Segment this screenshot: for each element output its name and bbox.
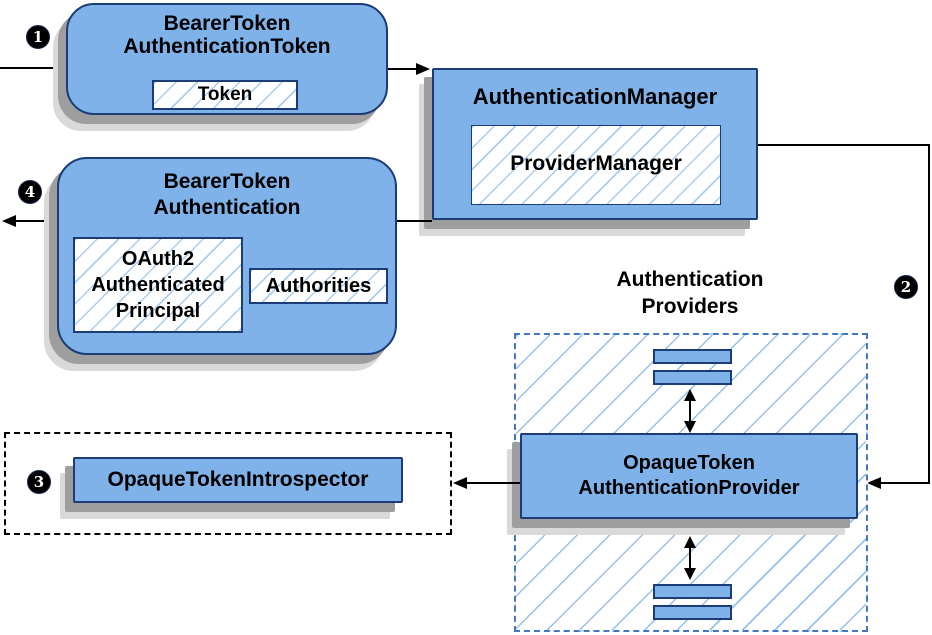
provider-placeholder-bar-bottom-2	[653, 605, 732, 620]
node-title: OpaqueTokenIntrospector	[107, 468, 369, 491]
node-opaque-token-authentication-provider: OpaqueToken AuthenticationProvider	[520, 433, 858, 519]
arrowhead-step4-out	[2, 215, 16, 227]
double-arrow-top-downhead	[684, 421, 696, 433]
step-4-badge: 4	[18, 180, 42, 204]
node-title: BearerToken AuthenticationToken	[68, 12, 386, 58]
arrowhead-into-authentication-manager	[416, 63, 430, 75]
double-arrow-bottom-stem	[689, 546, 691, 570]
principal-line1: OAuth2	[121, 248, 195, 270]
step-3-badge: 3	[27, 470, 51, 494]
step1-incoming-line	[0, 67, 66, 69]
arrowhead-into-introspector-group	[453, 477, 467, 489]
double-arrow-bottom-uphead	[684, 536, 696, 548]
step2-line-into-provider	[880, 482, 930, 484]
double-arrow-bottom-downhead	[684, 568, 696, 580]
authorities-chip: Authorities	[249, 268, 388, 304]
providers-label: Authentication Providers	[565, 266, 815, 320]
provider-placeholder-bar-top-1	[653, 349, 732, 364]
title-line2: AuthenticationToken	[123, 35, 331, 58]
step-1-badge: 1	[26, 25, 50, 49]
provider-line2: AuthenticationProvider	[578, 477, 800, 499]
step3-line	[467, 482, 520, 484]
node-title: AuthenticationManager	[472, 84, 718, 109]
title-line1: BearerToken	[163, 12, 291, 35]
principal-line2: Authenticated	[91, 274, 225, 296]
providers-label-line2: Providers	[641, 295, 739, 318]
node-bearer-token-authentication: BearerToken Authentication OAuth2 Authen…	[57, 157, 397, 355]
double-arrow-top-uphead	[684, 389, 696, 401]
title-line1: BearerToken	[163, 170, 291, 193]
provider-line1: OpaqueToken	[623, 452, 755, 474]
arrow-line-to-authentication-manager	[388, 68, 418, 70]
principal-line3: Principal	[115, 300, 201, 322]
step2-line-horizontal	[758, 144, 930, 146]
node-authentication-manager: AuthenticationManager ProviderManager	[432, 68, 758, 220]
oauth2-principal-chip: OAuth2 Authenticated Principal	[73, 237, 243, 333]
node-title: OpaqueToken AuthenticationProvider	[522, 451, 856, 501]
double-arrow-top-stem	[689, 399, 691, 423]
introspector-group-container: OpaqueTokenIntrospector	[4, 432, 452, 535]
line-manager-to-authentication	[397, 220, 432, 222]
token-chip: Token	[152, 80, 298, 110]
node-title: BearerToken Authentication	[59, 169, 395, 221]
node-opaque-token-introspector: OpaqueTokenIntrospector	[73, 457, 403, 503]
providers-label-line1: Authentication	[616, 268, 764, 291]
step-2-badge: 2	[894, 275, 918, 299]
step2-line-vertical	[928, 144, 930, 484]
arrowhead-into-provider	[867, 477, 881, 489]
provider-placeholder-bar-bottom-1	[653, 584, 732, 599]
node-bearer-token-authentication-token: BearerToken AuthenticationToken Token	[66, 3, 388, 115]
title-line2: Authentication	[153, 196, 301, 219]
provider-placeholder-bar-top-2	[653, 370, 732, 385]
provider-manager-chip: ProviderManager	[471, 125, 721, 205]
step4-outgoing-line	[15, 220, 58, 222]
